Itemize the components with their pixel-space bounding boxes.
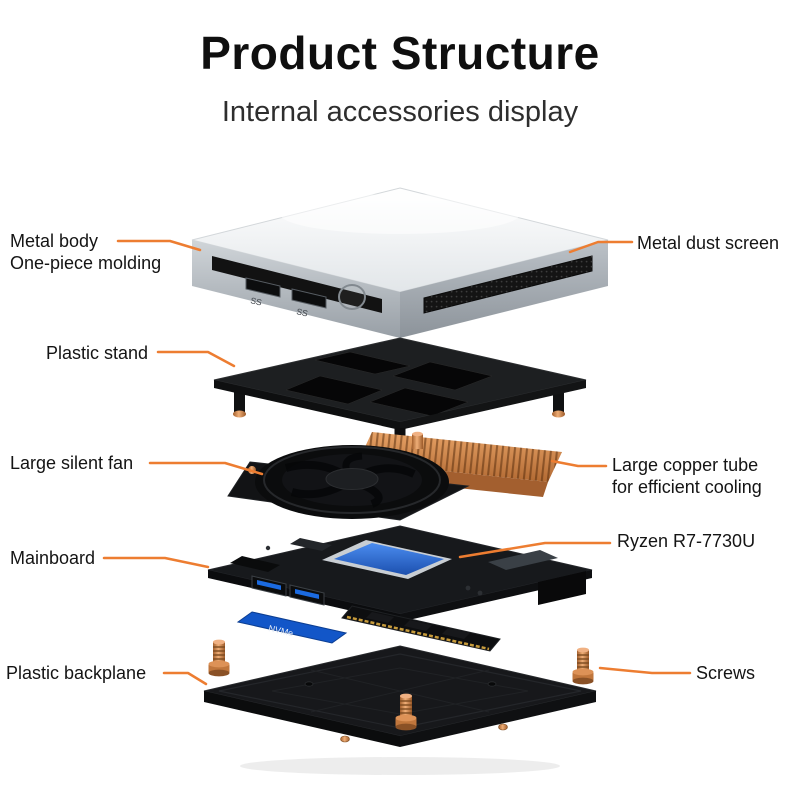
label-screws: Screws (696, 663, 756, 683)
plastic-stand (213, 337, 587, 456)
stand-cutout (314, 351, 411, 375)
backplane-edge (400, 691, 596, 747)
leader-lines (102, 239, 692, 686)
ram-module (341, 605, 501, 652)
page-title: Product Structure (200, 27, 600, 79)
stand-edge (400, 380, 586, 430)
metal-case: SS SS (191, 187, 609, 338)
label-plastic-stand: Plastic stand (46, 343, 149, 363)
label-plastic-backplane: Plastic backplane (6, 663, 147, 683)
label-large-copper-tube: Large copper tube for efficient cooling (612, 455, 762, 497)
stand-foot (552, 410, 565, 418)
nvme-ssd: NVMe (236, 611, 348, 644)
leader-mainboard (102, 556, 210, 569)
usb3-port (289, 584, 325, 606)
usb-port-1 (245, 277, 281, 298)
backplane-foot (340, 735, 350, 743)
stand-cutout (392, 361, 493, 391)
standoff-screw (207, 638, 231, 678)
backplane-edge (204, 691, 400, 747)
capacitor (477, 590, 483, 596)
stand-leg (553, 384, 564, 412)
stand-foot (233, 410, 246, 418)
io-block (538, 571, 586, 605)
cpu-chip (322, 540, 452, 579)
standoff-screw (571, 646, 595, 686)
screw-hole (304, 681, 314, 687)
label-metal-body: Metal body One-piece molding (10, 231, 162, 273)
usb3-port (251, 575, 287, 597)
mainboard-layer: NVMe (207, 525, 593, 652)
label-mainboard: Mainboard (10, 548, 96, 568)
label-metal-dust-screen: Metal dust screen (637, 233, 780, 253)
capacitor (265, 545, 271, 551)
leader-large-silent-fan (148, 461, 264, 476)
ram-chip (442, 628, 470, 639)
fan (255, 445, 449, 519)
leader-screws (598, 666, 692, 675)
usb-ss-icon-2: SS (296, 306, 310, 318)
leader-metal-body (116, 239, 202, 252)
fan-hub (325, 468, 379, 490)
stand-cutout (285, 375, 383, 405)
power-button (338, 284, 366, 310)
label-large-silent-fan: Large silent fan (10, 453, 134, 473)
leader-metal-dust-screen (568, 240, 634, 254)
ram-chip (366, 612, 394, 623)
screw-hole (487, 681, 497, 687)
shield-can (488, 550, 558, 570)
leader-copper-tube (550, 459, 608, 468)
copper-standoff (412, 434, 423, 449)
leader-cpu (458, 541, 612, 559)
leader-plastic-stand (156, 350, 236, 368)
usb-ss-icon-1: SS (250, 295, 264, 307)
small-chip (230, 556, 280, 572)
usb-port-2 (291, 288, 327, 309)
stand-edge (214, 380, 400, 430)
ram-chip (404, 620, 432, 631)
label-cpu: Ryzen R7-7730U (617, 531, 756, 551)
page-header: Product Structure Internal accessories d… (0, 26, 800, 129)
ground-shadow (240, 757, 560, 775)
leader-plastic-backplane (162, 671, 208, 686)
cooling-assembly (227, 431, 562, 521)
ram-gold-pins (346, 615, 490, 651)
plastic-backplane-layer (203, 638, 597, 747)
backplane-foot (498, 723, 508, 731)
page-subtitle: Internal accessories display (221, 96, 579, 128)
small-chip (290, 538, 332, 551)
capacitor (465, 585, 471, 591)
stand-leg (234, 384, 245, 412)
stand-plate (213, 337, 587, 423)
